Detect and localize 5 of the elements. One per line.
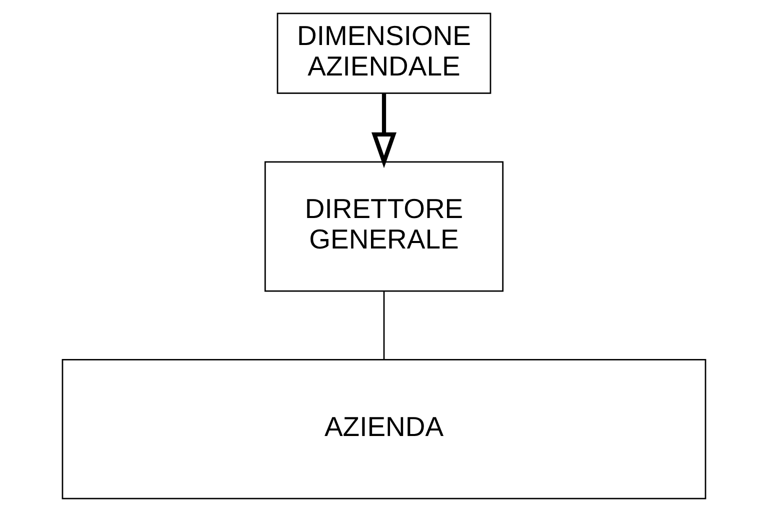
node-box: AZIENDA (62, 359, 706, 500)
connector (383, 291, 385, 360)
node-box: DIRETTORE GENERALE (264, 161, 504, 292)
node-box: DIMENSIONE AZIENDALE (276, 12, 492, 94)
arrow (371, 93, 397, 168)
